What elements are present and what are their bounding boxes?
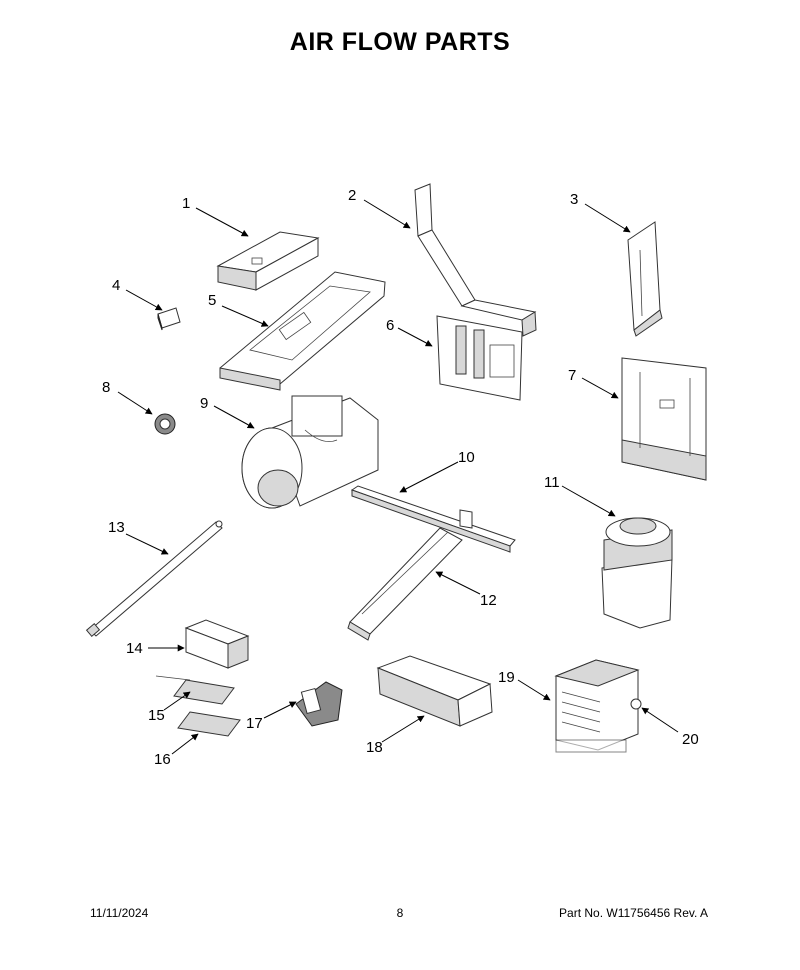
callout-3: 3 [570,191,578,208]
footer-page-number: 8 [396,906,404,920]
part-11-motor[interactable] [601,517,673,629]
part-15-plate[interactable] [155,675,235,705]
part-7-back-panel[interactable] [621,357,707,481]
callout-18: 18 [366,739,383,756]
part-10-rail[interactable] [350,485,516,553]
part-20-antenna[interactable] [630,698,642,710]
callout-15: 15 [148,707,165,724]
callout-2: 2 [348,187,356,204]
part-14-channel-bracket[interactable] [184,619,250,669]
callout-19: 19 [498,669,515,686]
page-title: AIR FLOW PARTS [289,28,511,56]
footer-part-number: Part No. W11756456 Rev. A [559,906,708,920]
callout-13: 13 [108,519,125,536]
callout-14: 14 [126,640,143,657]
part-12-rail[interactable] [347,527,463,641]
callout-4: 4 [112,277,120,294]
part-5-duct-plate[interactable] [219,271,386,391]
footer-date: 11/11/2024 [90,906,149,920]
callout-11: 11 [544,474,560,491]
part-6-panel[interactable] [436,315,523,401]
part-3-side-panel[interactable] [627,221,663,337]
part-13-rod[interactable] [85,520,223,637]
part-16-plate[interactable] [177,711,241,737]
callout-7: 7 [568,367,576,384]
callout-5: 5 [208,292,216,309]
part-19-magnetron[interactable] [554,659,640,753]
leader-lines [117,199,679,755]
part-4-clip[interactable] [157,307,181,331]
callout-16: 16 [154,751,171,768]
callout-8: 8 [102,379,110,396]
part-17-switch[interactable] [295,681,343,727]
callout-17: 17 [246,715,263,732]
callout-1: 1 [182,195,190,212]
part-1-cover[interactable] [216,231,320,291]
callout-numbers: 1 2 3 4 5 6 7 8 9 10 11 12 13 14 15 16 1… [102,187,699,768]
callout-10: 10 [458,449,475,466]
callout-12: 12 [480,592,497,609]
callout-6: 6 [386,317,394,334]
part-2-bracket[interactable] [414,183,537,337]
part-18-tray[interactable] [376,655,493,727]
callout-9: 9 [200,395,208,412]
callout-20: 20 [682,731,699,748]
part-9-blower[interactable] [241,395,379,509]
part-8-thermostat[interactable] [154,413,176,435]
